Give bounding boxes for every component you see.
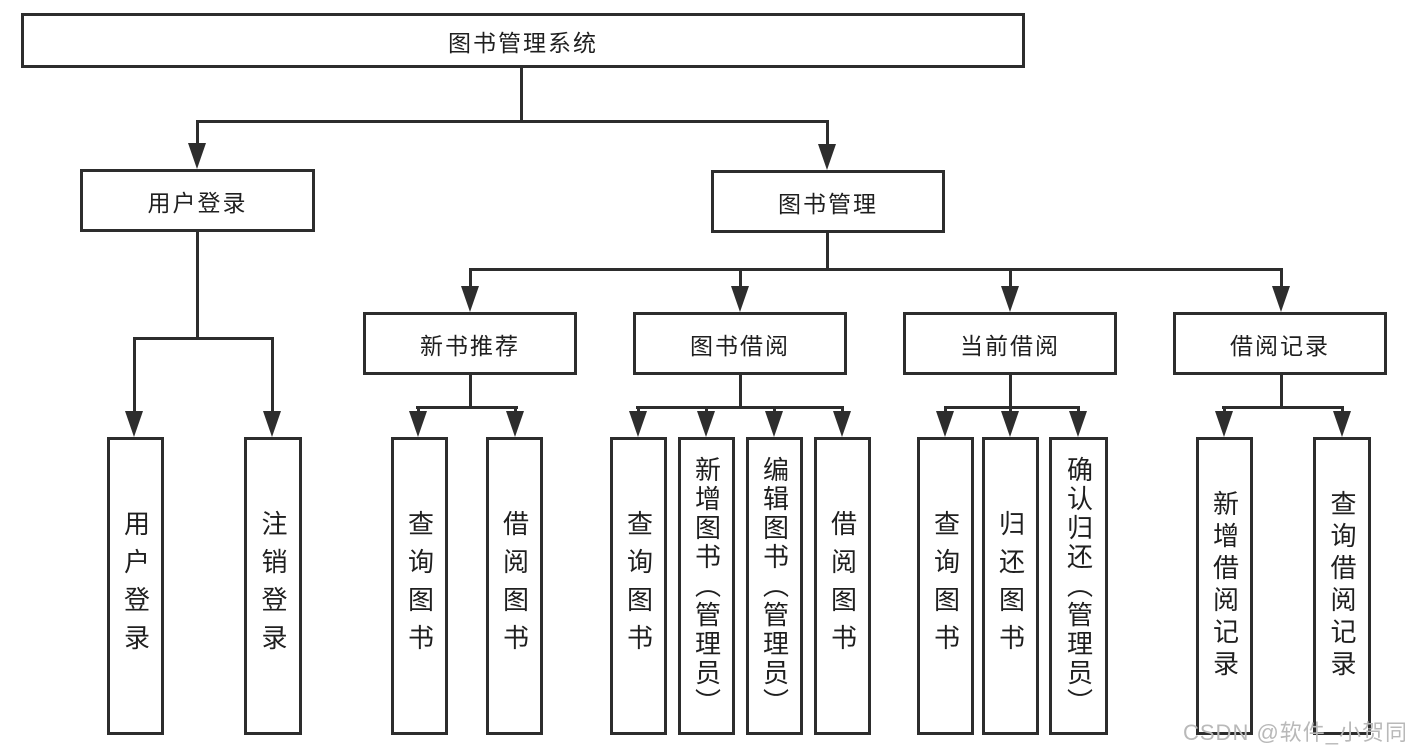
arrow-down-icon	[765, 411, 783, 437]
connector-line	[417, 406, 420, 415]
connector-line	[841, 406, 844, 415]
leaf-logout-label: 注销登录	[258, 510, 288, 662]
leaf-query-borrow-record: 查询借阅记录	[1313, 437, 1371, 735]
leaf-query-books-recommend-label: 查询图书	[404, 510, 435, 662]
node-book-borrow-label: 图书借阅	[690, 332, 790, 359]
connector-line	[469, 375, 472, 408]
node-new-book-recommend-label: 新书推荐	[420, 332, 520, 359]
leaf-borrow-books-recommend-label: 借阅图书	[499, 510, 530, 662]
connector-line	[1280, 375, 1283, 408]
connector-line	[469, 268, 1282, 271]
node-user-login: 用户登录	[80, 169, 315, 232]
connector-line	[944, 406, 947, 415]
leaf-query-books-borrow-label: 查询图书	[623, 510, 654, 662]
arrow-down-icon	[697, 411, 715, 437]
connector-line	[739, 268, 742, 288]
node-book-management-label: 图书管理	[778, 190, 878, 217]
connector-line	[520, 68, 523, 120]
csdn-watermark-text: CSDN @软件_小贺同	[1183, 720, 1405, 745]
connector-line	[1222, 406, 1344, 409]
connector-line	[1341, 406, 1344, 415]
node-book-management: 图书管理	[711, 170, 945, 233]
arrow-down-icon	[263, 411, 281, 437]
leaf-logout: 注销登录	[244, 437, 302, 735]
leaf-borrow-books-recommend: 借阅图书	[486, 437, 543, 735]
leaf-query-books-current: 查询图书	[917, 437, 974, 735]
connector-line	[637, 406, 640, 415]
connector-line	[514, 406, 517, 415]
leaf-add-book-admin-label: 新增图书（管理员）	[691, 455, 722, 717]
connector-line	[196, 120, 829, 123]
connector-line	[416, 406, 518, 409]
connector-line	[1009, 375, 1012, 408]
arrow-down-icon	[936, 411, 954, 437]
leaf-confirm-return-admin: 确认归还（管理员）	[1049, 437, 1108, 735]
arrow-down-icon	[409, 411, 427, 437]
leaf-query-books-current-label: 查询图书	[930, 510, 961, 662]
arrow-down-icon	[1215, 411, 1233, 437]
leaf-user-login-label: 用户登录	[120, 510, 151, 662]
connector-line	[773, 406, 776, 415]
connector-line	[196, 120, 199, 147]
arrow-down-icon	[629, 411, 647, 437]
connector-line	[826, 120, 829, 147]
node-borrow-records-label: 借阅记录	[1230, 332, 1330, 359]
connector-line	[1077, 406, 1080, 415]
node-borrow-records: 借阅记录	[1173, 312, 1387, 375]
arrow-down-icon	[1001, 411, 1019, 437]
connector-line	[1223, 406, 1226, 415]
connector-line	[739, 375, 742, 408]
leaf-edit-book-admin: 编辑图书（管理员）	[746, 437, 803, 735]
leaf-user-login: 用户登录	[107, 437, 164, 735]
connector-line	[1009, 268, 1012, 288]
arrow-down-icon	[833, 411, 851, 437]
leaf-query-borrow-record-label: 查询借阅记录	[1327, 490, 1357, 682]
connector-line	[944, 406, 1080, 409]
connector-line	[1280, 268, 1283, 288]
leaf-confirm-return-admin-label: 确认归还（管理员）	[1063, 455, 1094, 717]
leaf-add-borrow-record-label: 新增借阅记录	[1209, 490, 1240, 682]
node-library-system: 图书管理系统	[21, 13, 1025, 68]
connector-line	[636, 406, 844, 409]
connector-line	[133, 337, 274, 340]
connector-line	[705, 406, 708, 415]
arrow-down-icon	[1001, 286, 1019, 312]
arrow-down-icon	[731, 286, 749, 312]
node-current-borrow-label: 当前借阅	[960, 332, 1060, 359]
arrow-down-icon	[1069, 411, 1087, 437]
csdn-watermark: CSDN @软件_小贺同学	[1183, 715, 1405, 747]
arrow-down-icon	[818, 144, 836, 170]
leaf-return-books: 归还图书	[982, 437, 1039, 735]
node-new-book-recommend: 新书推荐	[363, 312, 577, 375]
leaf-query-books-borrow: 查询图书	[610, 437, 667, 735]
leaf-borrow-books: 借阅图书	[814, 437, 871, 735]
arrow-down-icon	[125, 411, 143, 437]
leaf-borrow-books-label: 借阅图书	[827, 510, 858, 662]
connector-line	[469, 268, 472, 288]
leaf-add-book-admin: 新增图书（管理员）	[678, 437, 735, 735]
arrow-down-icon	[1272, 286, 1290, 312]
leaf-return-books-label: 归还图书	[995, 510, 1026, 662]
leaf-query-books-recommend: 查询图书	[391, 437, 448, 735]
node-user-login-label: 用户登录	[147, 189, 248, 216]
connector-line	[1009, 406, 1012, 415]
connector-line	[271, 337, 274, 415]
arrow-down-icon	[1333, 411, 1351, 437]
arrow-down-icon	[506, 411, 524, 437]
arrow-down-icon	[188, 143, 206, 169]
node-book-borrow: 图书借阅	[633, 312, 847, 375]
leaf-edit-book-admin-label: 编辑图书（管理员）	[759, 455, 790, 717]
leaf-add-borrow-record: 新增借阅记录	[1196, 437, 1253, 735]
node-library-system-label: 图书管理系统	[448, 29, 598, 56]
arrow-down-icon	[461, 286, 479, 312]
connector-line	[133, 337, 136, 415]
connector-line	[196, 232, 199, 338]
node-current-borrow: 当前借阅	[903, 312, 1117, 375]
connector-line	[826, 233, 829, 270]
